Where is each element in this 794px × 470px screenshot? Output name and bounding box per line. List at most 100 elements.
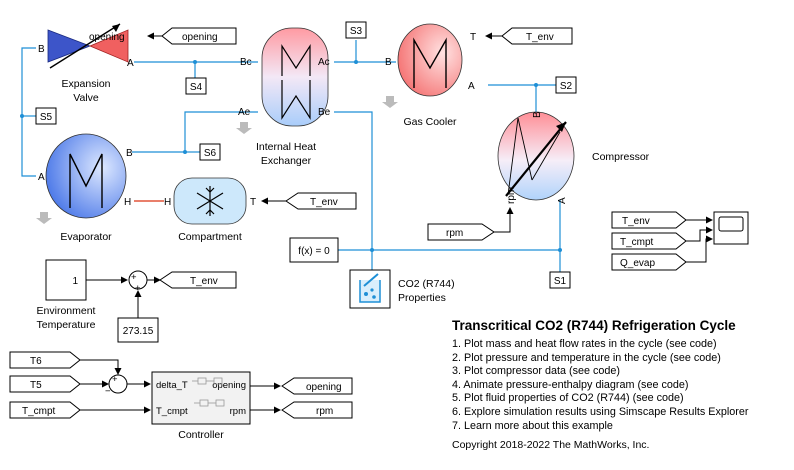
t-env-from-tag-compartment[interactable]: T_env <box>261 192 357 210</box>
cooler-label: Gas Cooler <box>403 116 457 128</box>
ctrl-out1: opening <box>212 380 246 391</box>
sensor-s5[interactable]: S5 <box>35 107 57 125</box>
props-label-1: CO2 (R744) <box>398 278 455 290</box>
ctrl-in1: delta_T <box>156 380 188 391</box>
doc-link[interactable]: 3. Plot compressor data (see code) <box>452 365 621 378</box>
wire-cooler-a-compressor-b[interactable] <box>488 84 537 112</box>
hx-label-2: Exchanger <box>261 155 312 167</box>
co2-properties-block[interactable]: CO2 (R744) Properties <box>349 269 455 309</box>
sensor-s3[interactable]: S3 <box>345 21 367 39</box>
evap-port-a: A <box>38 172 45 183</box>
sensor-s4[interactable]: S4 <box>185 77 207 95</box>
env-temp-label-1: Environment <box>37 305 96 317</box>
props-label-2: Properties <box>398 292 446 304</box>
evap-label: Evaporator <box>60 231 112 243</box>
evap-port-b: B <box>126 148 133 159</box>
doc-link[interactable]: 5. Plot fluid properties of CO2 (R744) (… <box>452 392 684 405</box>
ctrl-t5-text: T5 <box>30 380 42 391</box>
compartment-port-h: H <box>164 197 171 208</box>
controller-mini-diagram <box>192 377 225 407</box>
internal-heat-exchanger-block[interactable]: Bc Ac Ae Be Internal Heat Exchanger <box>238 27 331 167</box>
solver-label: f(x) = 0 <box>298 246 330 257</box>
ctrl-sum-sign-2: − <box>105 386 111 397</box>
t-env-goto-tag[interactable]: T_env <box>159 271 237 289</box>
expansion-valve-block[interactable]: B A opening Expansion Valve <box>38 23 134 104</box>
ctrl-out2: rpm <box>230 406 246 417</box>
controller-sum-block[interactable]: + − <box>105 374 151 397</box>
evaporator-block[interactable]: A B H Evaporator <box>38 133 133 243</box>
compressor-port-b: B <box>532 111 543 118</box>
evap-port-h: H <box>124 197 131 208</box>
compressor-port-a: A <box>557 197 568 204</box>
compartment-label: Compartment <box>178 231 242 243</box>
scope-in3-text: Q_evap <box>620 258 655 269</box>
hx-port-bc: Bc <box>240 57 252 68</box>
cooler-probe-icon <box>382 96 398 108</box>
t-env-goto-text: T_env <box>190 276 218 287</box>
valve-port-a: A <box>127 58 134 69</box>
controller-label: Controller <box>178 429 224 441</box>
env-temp-value: 1 <box>72 276 78 287</box>
opening-from-tag[interactable]: opening <box>147 27 237 45</box>
t-env-tag-text: T_env <box>310 197 338 208</box>
env-sum-sign-1: + <box>131 272 137 283</box>
compressor-block[interactable]: B A rpm Compressor <box>497 111 650 204</box>
controller-block[interactable]: delta_T T_cmpt opening rpm Controller <box>151 371 251 441</box>
compartment-port-t: T <box>250 197 256 208</box>
doc-link[interactable]: 2. Plot pressure and temperature in the … <box>452 351 721 364</box>
opening-tag-text: opening <box>182 32 218 43</box>
doc-link[interactable]: 6. Explore simulation results using Sims… <box>452 405 749 418</box>
sensor-s6[interactable]: S6 <box>199 143 221 161</box>
env-temp-label-2: Temperature <box>37 319 96 331</box>
const-value: 273.15 <box>123 326 154 337</box>
cooler-port-t: T <box>470 32 476 43</box>
cooler-port-b: B <box>385 57 392 68</box>
ctrl-opening-goto-text: opening <box>306 382 342 393</box>
compartment-block[interactable]: H T Compartment <box>164 177 256 243</box>
gas-cooler-block[interactable]: B A T Gas Cooler <box>385 23 476 128</box>
controller-outputs[interactable]: opening rpm <box>250 377 353 419</box>
hx-port-ae: Ae <box>238 107 251 118</box>
fluid-network <box>20 40 562 272</box>
s6-text: S6 <box>204 148 217 159</box>
t-env-tag-text: T_env <box>526 32 554 43</box>
doc-link-list: 1. Plot mass and heat flow rates in the … <box>452 338 787 433</box>
ctrl-t6-text: T6 <box>30 356 42 367</box>
s4-text: S4 <box>190 82 203 93</box>
ctrl-in2: T_cmpt <box>156 406 188 417</box>
cooler-port-a: A <box>468 81 475 92</box>
scope-inputs[interactable]: T_env T_cmpt Q_evap <box>611 211 713 271</box>
wire-hx-ae-evap-b[interactable] <box>132 111 258 153</box>
hx-probe-icon <box>236 122 252 134</box>
solver-config-block[interactable]: f(x) = 0 <box>289 237 339 263</box>
doc-link[interactable]: 7. Learn more about this example <box>452 419 613 432</box>
env-sum-block[interactable]: + + <box>86 270 161 318</box>
constant-273-block[interactable]: 273.15 <box>117 317 159 343</box>
hx-port-ac: Ac <box>318 57 330 68</box>
valve-label-1: Expansion <box>61 78 110 90</box>
t-env-from-tag-cooler[interactable]: T_env <box>485 27 573 45</box>
wire-valve-b-s5-evap[interactable] <box>21 47 36 177</box>
valve-port-b: B <box>38 44 45 55</box>
ctrl-sum-sign-1: + <box>112 374 118 385</box>
doc-link[interactable]: 1. Plot mass and heat flow rates in the … <box>452 338 717 350</box>
controller-inputs[interactable]: T6 T5 T_cmpt <box>9 351 151 419</box>
sensor-s2[interactable]: S2 <box>555 76 577 94</box>
ctrl-tcmpt-text: T_cmpt <box>22 406 56 417</box>
scope-in1-text: T_env <box>622 216 650 227</box>
s5-text: S5 <box>40 112 53 123</box>
scope-in2-text: T_cmpt <box>620 237 654 248</box>
compressor-port-rpm: rpm <box>506 187 517 204</box>
env-sum-sign-2: + <box>135 283 141 294</box>
rpm-from-tag[interactable]: rpm <box>427 207 514 241</box>
scope-block[interactable] <box>713 211 749 245</box>
doc-link[interactable]: 4. Animate pressure-enthalpy diagram (se… <box>452 378 689 391</box>
snowflake-icon <box>196 186 224 216</box>
hx-port-be: Be <box>318 107 331 118</box>
environment-temperature-block[interactable]: 1 Environment Temperature <box>37 259 96 331</box>
hx-label-1: Internal Heat <box>256 141 316 153</box>
valve-label-2: Valve <box>73 92 99 104</box>
sensor-s1[interactable]: S1 <box>549 271 571 289</box>
valve-port-opening: opening <box>89 32 125 43</box>
info-panel: Transcritical CO2 (R744) Refrigeration C… <box>452 318 787 451</box>
